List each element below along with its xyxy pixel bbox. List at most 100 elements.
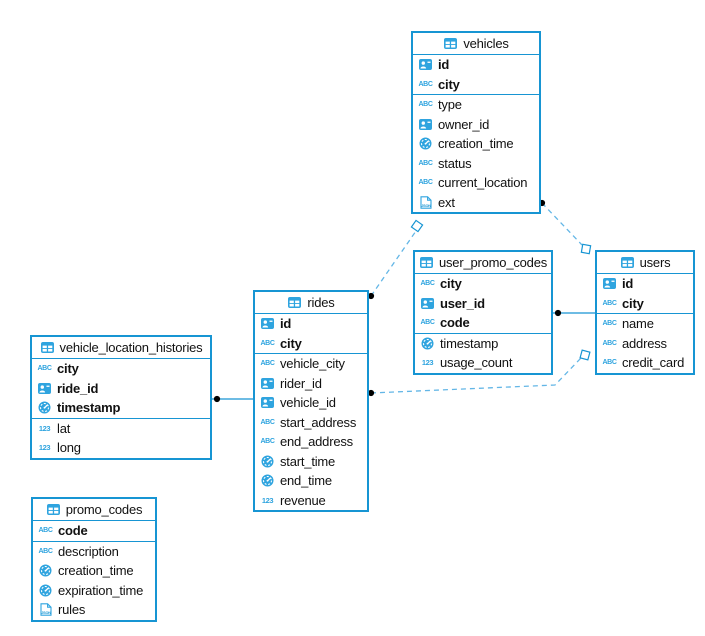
json-icon: JSON <box>418 195 433 209</box>
relation-endpoint-dot <box>554 309 562 317</box>
relation-line-vehicles-users[interactable] <box>541 202 583 246</box>
column-row-expiration_time[interactable]: expiration_time <box>33 581 155 601</box>
datetime-icon <box>260 454 275 468</box>
text-icon: ABC <box>418 101 433 109</box>
primary-key-row-id[interactable]: id <box>255 314 367 334</box>
column-row-owner_id[interactable]: owner_id <box>413 115 539 135</box>
column-name: revenue <box>280 492 326 508</box>
column-name: user_id <box>440 295 485 311</box>
column-row-rider_id[interactable]: rider_id <box>255 374 367 394</box>
column-row-creation_time[interactable]: creation_time <box>33 561 155 581</box>
column-name: ride_id <box>57 380 99 396</box>
table-header[interactable]: users <box>597 252 693 274</box>
table-header[interactable]: promo_codes <box>33 499 155 521</box>
primary-key-row-id[interactable]: id <box>413 55 539 75</box>
column-row-end_address[interactable]: ABC end_address <box>255 432 367 452</box>
relation-line-rides-users[interactable] <box>370 357 582 394</box>
table-header[interactable]: user_promo_codes <box>415 252 551 274</box>
datetime-icon <box>420 336 435 350</box>
table-title: users <box>639 255 671 270</box>
datetime-icon <box>260 474 275 488</box>
column-name: city <box>57 361 79 377</box>
primary-key-row-timestamp[interactable]: timestamp <box>32 398 210 418</box>
column-name: id <box>280 316 292 332</box>
column-row-start_time[interactable]: start_time <box>255 452 367 472</box>
table-icon <box>419 256 434 270</box>
column-name: vehicle_city <box>280 356 345 372</box>
primary-key-row-id[interactable]: id <box>597 274 693 294</box>
relation-endpoint-square <box>580 243 592 255</box>
column-name: current_location <box>438 175 528 191</box>
column-name: timestamp <box>57 400 121 416</box>
text-icon: ABC <box>602 359 617 367</box>
text-icon: ABC <box>260 339 275 347</box>
table-icon <box>443 37 458 51</box>
text-icon: ABC <box>260 438 275 446</box>
text-icon: ABC <box>602 320 617 328</box>
primary-key-row-user_id[interactable]: user_id <box>415 294 551 314</box>
svg-text:JSON: JSON <box>41 611 51 615</box>
column-row-creation_time[interactable]: creation_time <box>413 134 539 154</box>
table-title: user_promo_codes <box>438 255 548 270</box>
text-icon: ABC <box>420 280 435 288</box>
relation-line-rides-vehicles[interactable] <box>370 230 417 297</box>
column-name: code <box>58 523 88 539</box>
primary-key-row-city[interactable]: ABC city <box>32 359 210 379</box>
text-icon: ABC <box>37 365 52 373</box>
table-header[interactable]: rides <box>255 292 367 314</box>
column-name: city <box>622 295 644 311</box>
text-icon: ABC <box>602 339 617 347</box>
text-icon: ABC <box>260 360 275 368</box>
table-header[interactable]: vehicle_location_histories <box>32 337 210 359</box>
uuid-icon <box>260 376 275 390</box>
column-name: owner_id <box>438 116 490 132</box>
table-header[interactable]: vehicles <box>413 33 539 55</box>
datetime-icon <box>38 564 53 578</box>
column-name: rider_id <box>280 375 322 391</box>
primary-key-row-ride_id[interactable]: ride_id <box>32 379 210 399</box>
table-icon <box>287 296 302 310</box>
column-row-vehicle_city[interactable]: ABC vehicle_city <box>255 354 367 374</box>
column-row-vehicle_id[interactable]: vehicle_id <box>255 393 367 413</box>
column-name: lat <box>57 420 71 436</box>
uuid-icon <box>260 396 275 410</box>
column-row-end_time[interactable]: end_time <box>255 471 367 491</box>
table-icon <box>620 256 635 270</box>
column-name: expiration_time <box>58 582 144 598</box>
column-row-timestamp[interactable]: timestamp <box>415 334 551 354</box>
table-title: vehicles <box>463 36 509 51</box>
uuid-icon <box>418 58 433 72</box>
column-name: end_address <box>280 434 353 450</box>
